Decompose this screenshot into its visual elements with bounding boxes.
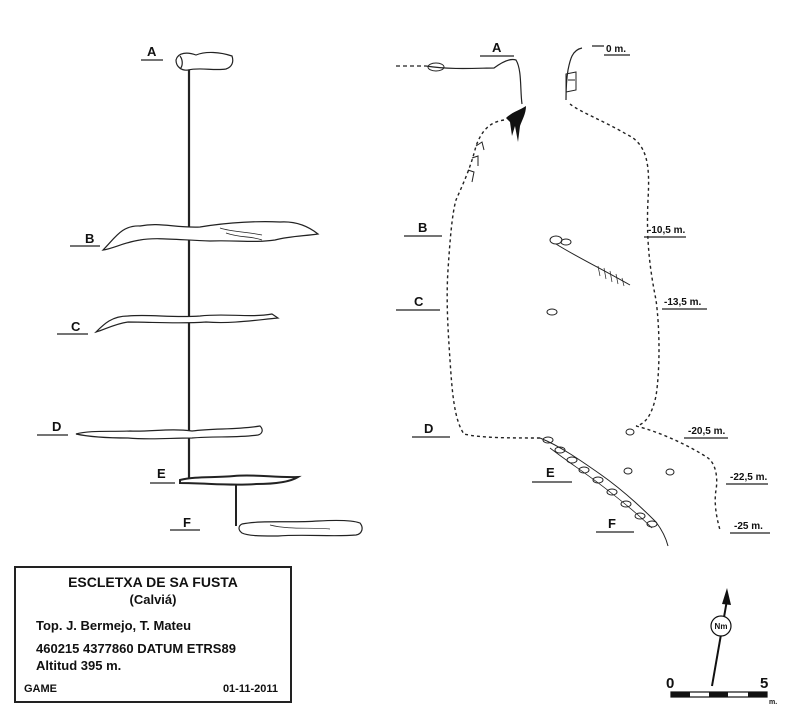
plan-label-f: F bbox=[183, 515, 191, 530]
entrance-wall-right-blocks bbox=[565, 71, 577, 93]
plan-section-b-detail bbox=[219, 227, 263, 241]
survey-info-box: ESCLETXA DE SA FUSTA (Calviá) Top. J. Be… bbox=[14, 566, 292, 703]
sloping-ledge bbox=[555, 243, 631, 286]
plan-section-d bbox=[75, 425, 263, 440]
cave-location: (Calviá) bbox=[129, 592, 177, 607]
survey-group: GAME bbox=[24, 683, 57, 695]
plan-section-a bbox=[175, 51, 234, 71]
plan-label-c: C bbox=[71, 319, 81, 334]
depth-mark-25: -25 m. bbox=[734, 521, 763, 532]
wall-rocks-left bbox=[467, 141, 485, 183]
entrance-flowstone bbox=[506, 106, 526, 142]
surveyors: Top. J. Bermejo, T. Mateu bbox=[36, 618, 192, 633]
depth-mark-20-5: -20,5 m. bbox=[688, 426, 725, 437]
plan-view bbox=[37, 51, 363, 537]
cave-title: ESCLETXA DE SA FUSTA bbox=[68, 574, 238, 590]
north-arrow-label: Nm bbox=[715, 622, 728, 631]
sloping-ledge-hatch bbox=[597, 265, 625, 287]
boulder-chaos bbox=[539, 437, 669, 547]
north-arrow: Nm bbox=[710, 588, 732, 687]
floating-rocks bbox=[546, 235, 675, 476]
plan-section-c bbox=[94, 313, 280, 334]
plan-section-a-detail bbox=[179, 55, 183, 70]
profile-label-d: D bbox=[424, 421, 433, 436]
boulder-chaos-lower bbox=[549, 447, 653, 529]
scale-bar: 0 5 m. bbox=[666, 675, 777, 706]
north-arrow-circle bbox=[710, 615, 732, 637]
cave-wall-lower-right bbox=[635, 425, 721, 531]
north-arrow-shaft bbox=[711, 599, 728, 687]
surface-line-left-solid bbox=[425, 58, 523, 105]
scale-bar-seg-1 bbox=[671, 692, 690, 697]
plan-section-b bbox=[101, 221, 320, 251]
scale-bar-start: 0 bbox=[666, 675, 674, 692]
coordinates: 460215 4377860 DATUM ETRS89 bbox=[36, 641, 236, 656]
plan-label-b: B bbox=[85, 231, 94, 246]
plan-label-d: D bbox=[52, 419, 61, 434]
profile-label-c: C bbox=[414, 294, 424, 309]
profile-label-f: F bbox=[608, 516, 616, 531]
plan-section-e bbox=[179, 474, 302, 486]
survey-date: 01-11-2011 bbox=[222, 683, 278, 695]
plan-label-a: A bbox=[147, 44, 157, 59]
profile-view bbox=[396, 45, 770, 547]
profile-label-e: E bbox=[546, 465, 555, 480]
scale-bar-unit: m. bbox=[769, 699, 777, 706]
altitude: Altitud 395 m. bbox=[36, 658, 122, 673]
depth-mark-0: 0 m. bbox=[606, 44, 626, 55]
north-arrow-head-icon bbox=[722, 588, 731, 605]
profile-label-b: B bbox=[418, 220, 427, 235]
plan-label-e: E bbox=[157, 466, 166, 481]
boulder-chaos-stones bbox=[542, 436, 658, 528]
scale-bar-seg-3 bbox=[709, 692, 728, 697]
profile-label-a: A bbox=[492, 40, 502, 55]
scale-bar-end: 5 bbox=[760, 675, 768, 692]
depth-mark-13-5: -13,5 m. bbox=[664, 297, 701, 308]
cave-wall-left bbox=[446, 119, 541, 439]
depth-mark-10-5: -10,5 m. bbox=[648, 225, 685, 236]
scale-bar-seg-5 bbox=[748, 692, 767, 697]
depth-mark-22-5: -22,5 m. bbox=[730, 472, 767, 483]
cave-wall-right bbox=[569, 103, 660, 427]
plan-section-f-detail bbox=[269, 524, 331, 530]
entrance-rock bbox=[427, 62, 445, 72]
